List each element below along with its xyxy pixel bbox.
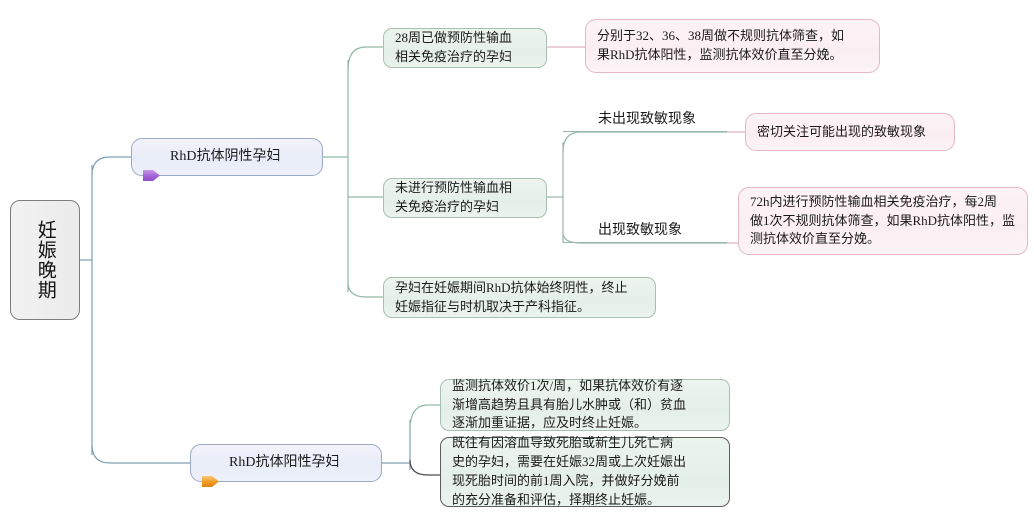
- purple-arrow-icon: [142, 151, 161, 182]
- node-always-negative[interactable]: 孕妇在妊娠期间RhD抗体始终阴性，终止 妊娠指征与时机取决于产科指征。: [383, 277, 656, 318]
- branch-label-rhd-positive: RhD抗体阳性孕妇: [229, 454, 340, 470]
- node-positive-history[interactable]: 既往有因溶血导致死胎或新生儿死亡病 史的孕妇，需要在妊娠32周或上次妊娠出 现死…: [440, 435, 730, 507]
- branch-label-rhd-negative: RhD抗体阴性孕妇: [170, 148, 281, 164]
- root-node[interactable]: 妊娠晚期: [10, 200, 80, 320]
- orange-arrow-icon: [201, 457, 220, 488]
- note-prophylaxis-done[interactable]: 分别于32、36、38周做不规则抗体筛查，如 果RhD抗体阳性，监测抗体效价直至…: [585, 19, 880, 73]
- label-no-sensitization[interactable]: 未出现致敏现象: [598, 112, 696, 127]
- underline-no-sensitization: [563, 131, 727, 132]
- label-sensitization[interactable]: 出现致敏现象: [598, 223, 682, 238]
- note-no-sensitization[interactable]: 密切关注可能出现的致敏现象: [745, 113, 955, 151]
- branch-node-rhd-positive[interactable]: RhD抗体阳性孕妇: [190, 444, 382, 488]
- branch-node-rhd-negative[interactable]: RhD抗体阴性孕妇: [131, 138, 323, 182]
- node-positive-monitor[interactable]: 监测抗体效价1次/周，如果抗体效价有逐 渐增高趋势且具有胎儿水肿或（和）贫血 逐…: [440, 378, 730, 431]
- underline-sensitization: [563, 242, 727, 243]
- node-prophylaxis-not-done[interactable]: 未进行预防性输血相 关免疫治疗的孕妇: [383, 178, 547, 218]
- node-prophylaxis-done[interactable]: 28周已做预防性输血 相关免疫治疗的孕妇: [383, 28, 547, 68]
- note-sensitization[interactable]: 72h内进行预防性输血相关免疫治疗，每2周 做1次不规则抗体筛查，如果RhD抗体…: [738, 187, 1028, 255]
